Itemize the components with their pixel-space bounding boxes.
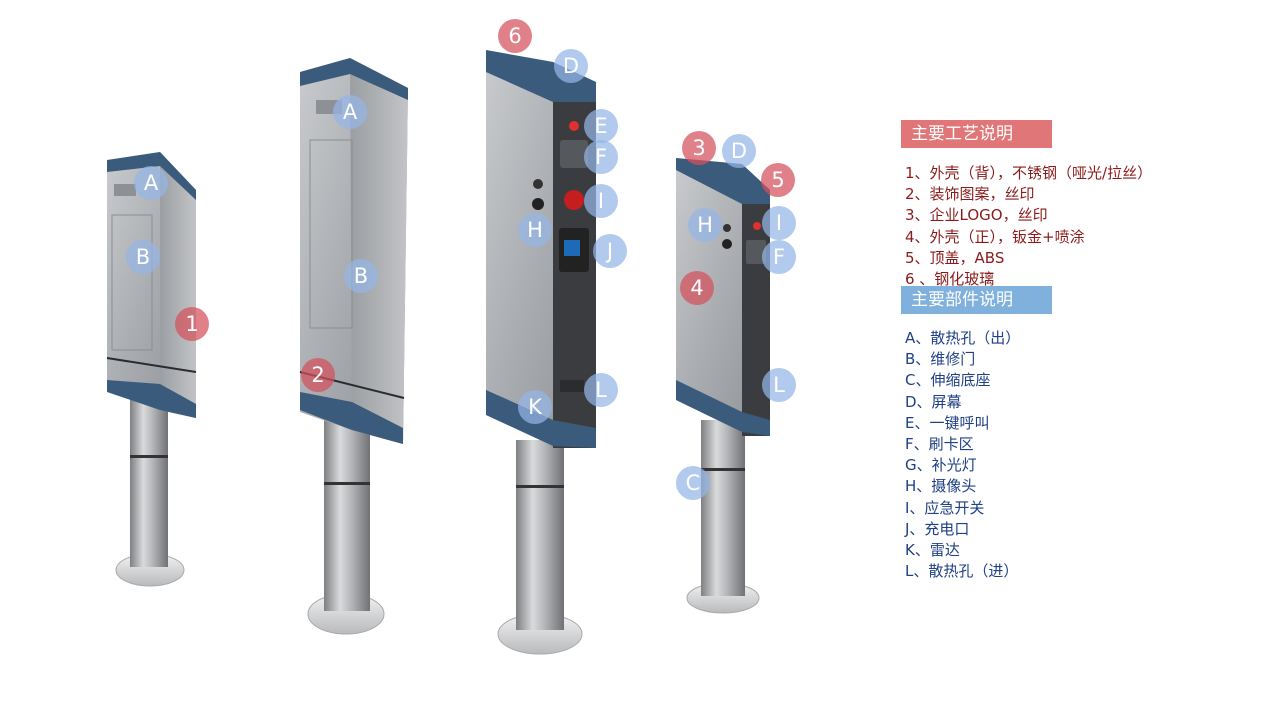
- device-4-front-view: [676, 158, 770, 614]
- device-1-back-view: [106, 152, 197, 587]
- marker-c: C: [676, 466, 710, 500]
- marker-2: 2: [301, 358, 335, 392]
- parts-legend-title: 主要部件说明: [901, 286, 1052, 314]
- marker-h: H: [688, 208, 722, 242]
- marker-i: I: [584, 184, 618, 218]
- marker-i: I: [762, 206, 796, 240]
- marker-a: A: [134, 166, 168, 200]
- marker-f: F: [584, 140, 618, 174]
- marker-3: 3: [682, 131, 716, 165]
- marker-5: 5: [761, 163, 795, 197]
- marker-6: 6: [498, 19, 532, 53]
- legend-item: D、屏幕: [905, 392, 962, 411]
- marker-d: D: [554, 49, 588, 83]
- marker-4: 4: [680, 271, 714, 305]
- marker-h: H: [518, 213, 552, 247]
- legend-item: C、伸缩底座: [905, 371, 991, 390]
- marker-e: E: [584, 109, 618, 143]
- legend-item: H、摄像头: [905, 477, 977, 496]
- legend-item: K、雷达: [905, 540, 960, 559]
- marker-f: F: [762, 240, 796, 274]
- legend-item: G、补光灯: [905, 456, 977, 475]
- marker-j: J: [593, 234, 627, 268]
- marker-l: L: [762, 368, 796, 402]
- legend-item: 5、顶盖，ABS: [905, 248, 1005, 267]
- marker-b: B: [344, 259, 378, 293]
- marker-l: L: [584, 373, 618, 407]
- marker-b: B: [126, 240, 160, 274]
- device-2-back-view: [299, 58, 408, 635]
- legend-item: J、充电口: [905, 519, 970, 538]
- marker-1: 1: [175, 307, 209, 341]
- parts-legend-list: A、散热孔（出） B、维修门 C、伸缩底座 D、屏幕 E、一键呼叫 F、刷卡区 …: [905, 328, 1020, 582]
- legend-item: 3、企业LOGO，丝印: [905, 206, 1048, 225]
- legend-item: E、一键呼叫: [905, 413, 990, 432]
- legend-item: 2、装饰图案，丝印: [905, 185, 1035, 204]
- process-legend-list: 1、外壳（背），不锈钢（哑光/拉丝） 2、装饰图案，丝印 3、企业LOGO，丝印…: [905, 163, 1152, 290]
- legend-item: A、散热孔（出）: [905, 329, 1021, 347]
- marker-d: D: [722, 134, 756, 168]
- legend-item: 6 、钢化玻璃: [905, 269, 995, 288]
- legend-item: 4、外壳（正），钣金+喷涂: [905, 227, 1085, 246]
- legend-item: 1、外壳（背），不锈钢（哑光/拉丝）: [905, 164, 1153, 182]
- device-3-front-view: [486, 50, 596, 655]
- process-legend-title: 主要工艺说明: [901, 120, 1052, 148]
- legend-item: I、应急开关: [905, 498, 985, 517]
- marker-k: K: [518, 390, 552, 424]
- marker-a: A: [333, 95, 367, 129]
- legend-item: L、散热孔（进）: [905, 562, 1019, 581]
- legend-item: F、刷卡区: [905, 434, 974, 453]
- legend-item: B、维修门: [905, 350, 976, 369]
